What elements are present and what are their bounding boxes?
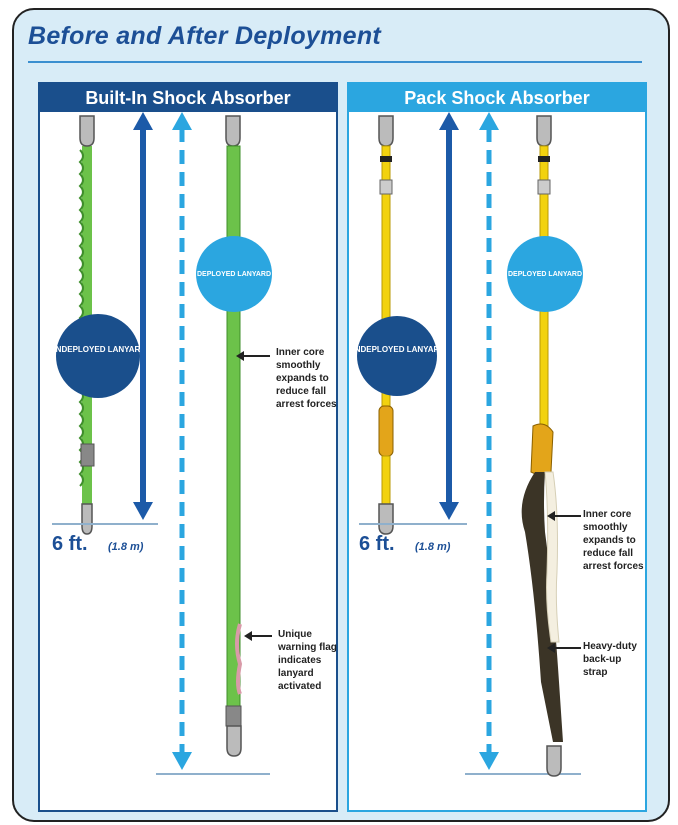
undeployed-label: UNDEPLOYED LANYARD: [50, 345, 146, 354]
panel-built-in: Built-In Shock Absorber UNDEPLOYED LANYA…: [38, 82, 338, 812]
panel-heading-built-in: Built-In Shock Absorber: [40, 84, 336, 112]
length-metric: (1.8 m): [415, 541, 451, 553]
callout-backup-strap: Heavy-duty back-up strap: [583, 641, 637, 678]
callout-inner-core: Inner core smoothly expands to reduce fa…: [583, 509, 644, 572]
panel-pack: Pack Shock Absorber UNDEPLOYED LANYARD 6…: [347, 82, 647, 812]
callout-warning-flag: Unique warning flag indicates lanyard ac…: [278, 629, 337, 692]
undeployed-label: UNDEPLOYED LANYARD: [349, 345, 445, 354]
length-arrow-solid: [439, 112, 459, 520]
page-title: Before and After Deployment: [28, 22, 382, 50]
deployed-lanyard-pack: [521, 115, 563, 777]
callout-inner-core: Inner core smoothly expands to reduce fa…: [276, 347, 337, 410]
panel-heading-pack: Pack Shock Absorber: [349, 84, 645, 112]
length-arrow-solid: [133, 112, 153, 520]
length-arrow-dashed: [172, 112, 192, 770]
pack-diagram: UNDEPLOYED LANYARD 6 ft. (1.8 m) DEPLOYE…: [349, 112, 644, 777]
warning-flag: [235, 623, 243, 695]
deployed-label: DEPLOYED LANYARD: [197, 271, 271, 278]
length-metric: (1.8 m): [108, 541, 144, 553]
length-main: 6 ft.: [52, 533, 88, 555]
length-main: 6 ft.: [359, 533, 395, 555]
deployed-lanyard-built-in: [225, 115, 243, 757]
undeployed-badge: [56, 314, 140, 398]
built-in-diagram: UNDEPLOYED LANYARD 6 ft. (1.8 m) DEPLOYE…: [50, 112, 337, 775]
deployed-label: DEPLOYED LANYARD: [508, 271, 582, 278]
undeployed-lanyard-pack: [378, 115, 394, 535]
deployed-badge: [507, 236, 583, 312]
title-divider: [28, 61, 642, 63]
snap-hook-icon: [79, 115, 95, 535]
undeployed-badge: [357, 316, 437, 396]
deployed-badge: [196, 236, 272, 312]
length-arrow-dashed: [479, 112, 499, 770]
